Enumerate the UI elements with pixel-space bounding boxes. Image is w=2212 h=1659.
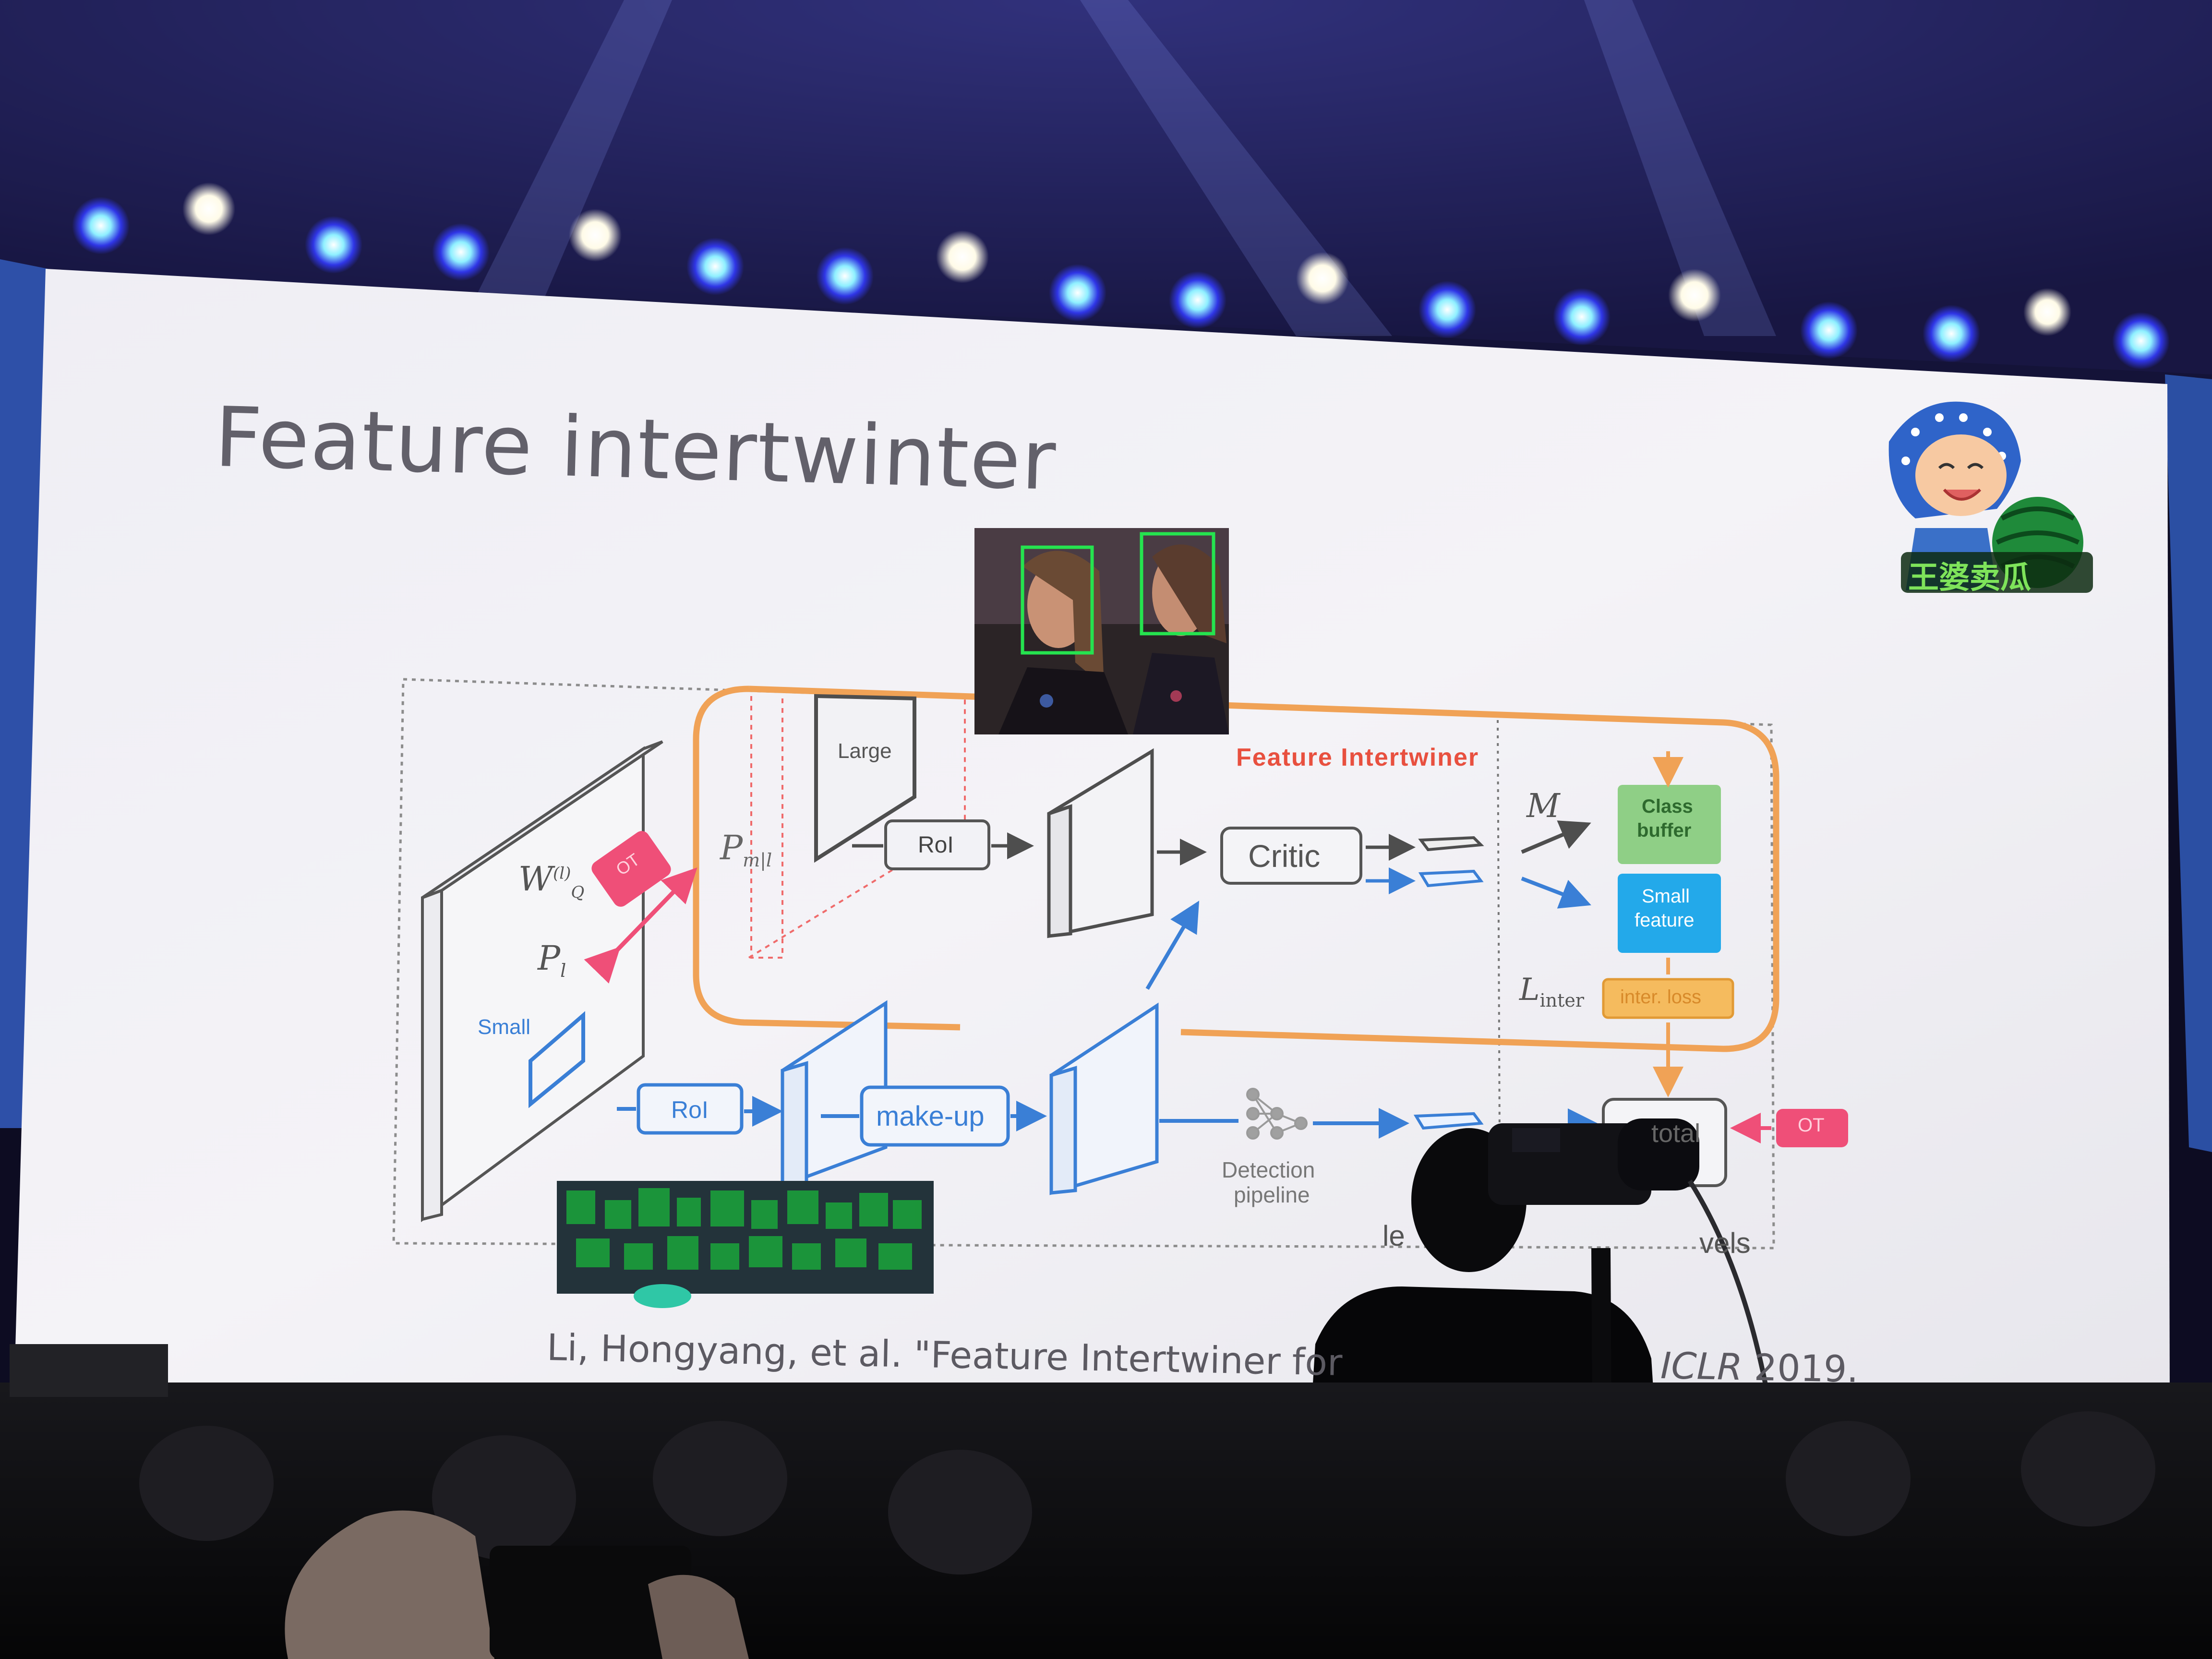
stage-truss	[0, 0, 2212, 374]
ot-box-right	[1776, 1109, 1848, 1147]
pink-exchange-arrow	[584, 867, 697, 984]
weight-subscript: Q	[571, 883, 585, 902]
class-buffer-box	[1618, 785, 1721, 864]
weight-symbol: W(l)Q	[518, 859, 584, 902]
right-side-screen	[2165, 374, 2212, 1152]
small-feature-box	[1618, 874, 1721, 953]
citation-end: ICLR 2019.	[1660, 1344, 1859, 1391]
slide-title: Feature intertwinter	[213, 389, 1058, 509]
l-inter-main: L	[1519, 972, 1540, 1008]
makeup-label: make-up	[876, 1101, 985, 1132]
class-buffer-line2: buffer	[1637, 820, 1692, 841]
l-inter-subscript: inter	[1539, 989, 1585, 1011]
detection-pipeline-icon	[1246, 1088, 1308, 1140]
detection-line2: pipeline	[1234, 1182, 1310, 1207]
p-l-subscript: l	[560, 960, 566, 981]
light-beams	[456, 0, 1776, 336]
critic-box	[1220, 827, 1362, 885]
bottom-right-fragment: vels	[1699, 1227, 1751, 1259]
roi-bottom-box	[637, 1083, 744, 1135]
blue-vector	[1418, 869, 1484, 888]
large-feature-wedge	[814, 694, 916, 863]
left-side-screen	[0, 259, 48, 1128]
weight-symbol-main: W	[518, 859, 553, 899]
roi-bottom-label: RoI	[671, 1096, 709, 1123]
small-label: Small	[478, 1015, 531, 1039]
small-feature-line2: feature	[1635, 910, 1695, 931]
gray-vector	[1418, 836, 1484, 852]
p-ml-symbol: Pm|l	[720, 828, 772, 871]
m-symbol: M	[1527, 787, 1560, 825]
face-detection-photo	[974, 528, 1229, 734]
bottom-vector	[1413, 1112, 1484, 1130]
p-ml-subscript: m|l	[743, 850, 772, 871]
citation-venue: ICLR	[1660, 1344, 1743, 1389]
roi-top-box	[884, 819, 990, 870]
class-buffer-line1: Class	[1642, 796, 1693, 817]
small-feature-line1: Small	[1642, 886, 1690, 907]
total-label: total	[1651, 1119, 1701, 1148]
audience-heads	[139, 1411, 2155, 1575]
intertwiner-title: Feature Intertwiner	[1236, 744, 1479, 771]
citation-year: 2019.	[1742, 1346, 1859, 1391]
detection-line1: Detection	[1222, 1157, 1315, 1182]
inter-loss-box	[1602, 978, 1734, 1019]
ot-right-label: OT	[1798, 1115, 1825, 1136]
critic-label: Critic	[1248, 838, 1321, 874]
roi-top-label: RoI	[918, 832, 954, 858]
p-l-main: P	[538, 938, 561, 978]
bottom-left-fragment: le	[1382, 1220, 1405, 1252]
face-box-left	[1021, 545, 1094, 655]
inter-loss-label: inter. loss	[1620, 986, 1701, 1008]
crowd-detection-photo	[557, 1181, 934, 1308]
large-label: Large	[838, 739, 892, 763]
face-box-right	[1140, 532, 1215, 636]
citation-text: Li, Hongyang, et al. "Feature Intertwine…	[546, 1326, 1343, 1384]
stage-lights	[72, 182, 2170, 370]
ot-left-label: OT	[612, 849, 643, 879]
weight-superscript: (l)	[553, 864, 571, 883]
makeup-box	[860, 1085, 1010, 1147]
mascot-text: 王婆卖瓜	[1908, 560, 2031, 596]
stage-monitor	[10, 1344, 168, 1397]
mascot-logo	[1888, 401, 2093, 593]
p-ml-main: P	[720, 828, 743, 867]
p-l-symbol: Pl	[538, 938, 566, 981]
raised-hand-with-phone	[285, 1510, 749, 1659]
l-inter-symbol: Linter	[1519, 972, 1584, 1011]
small-roi-patch	[529, 1011, 585, 1108]
